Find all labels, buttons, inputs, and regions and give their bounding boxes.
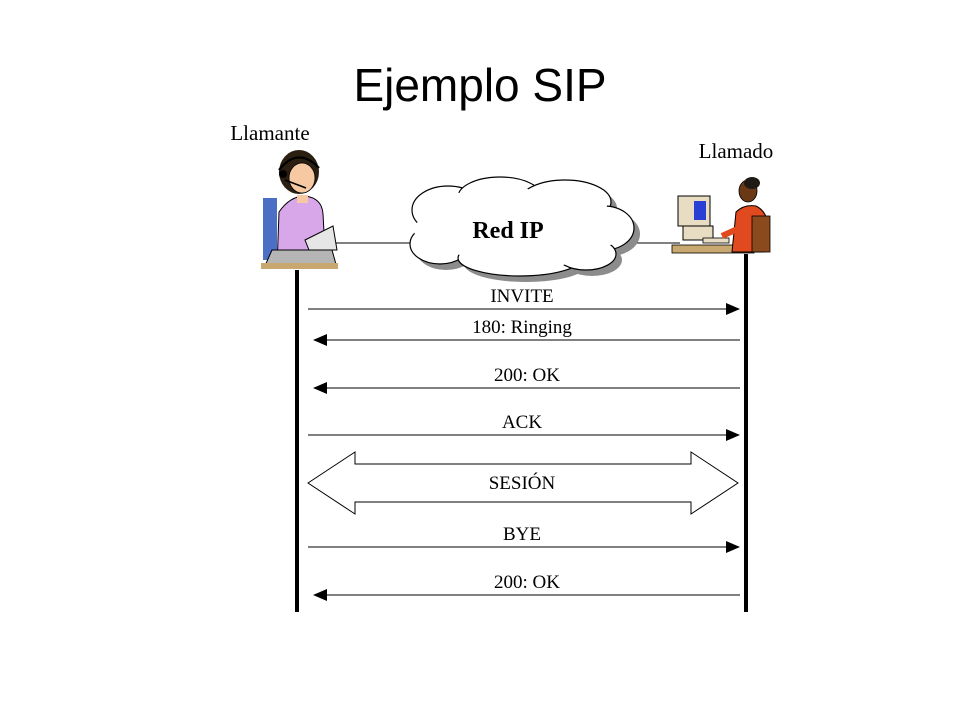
message-ok-2: 200: OK	[313, 572, 740, 601]
session-label: SESIÓN	[489, 472, 556, 494]
message-label: 200: OK	[494, 365, 560, 386]
message-label: BYE	[503, 524, 541, 545]
message-ack: ACK	[308, 412, 740, 441]
message-label: ACK	[502, 412, 542, 433]
session-arrow: SESIÓN	[307, 451, 739, 515]
man-computer-icon	[671, 177, 771, 254]
arrowhead-right-icon	[726, 541, 740, 553]
double-arrow-icon	[307, 451, 739, 515]
arrowhead-right-icon	[726, 303, 740, 315]
message-label: 200: OK	[494, 572, 560, 593]
message-bye: BYE	[308, 524, 740, 553]
network-label: Red IP	[472, 218, 543, 244]
message-invite: INVITE	[308, 286, 740, 315]
arrowhead-left-icon	[313, 382, 327, 394]
message-ok-1: 200: OK	[313, 365, 740, 394]
message-label: 180: Ringing	[472, 317, 572, 338]
woman-headset-icon	[261, 150, 338, 269]
arrowhead-left-icon	[313, 589, 327, 601]
arrowhead-left-icon	[313, 334, 327, 346]
message-ringing: 180: Ringing	[313, 317, 740, 346]
slide-title: Ejemplo SIP	[353, 59, 607, 111]
callee-label: Llamado	[699, 139, 774, 163]
caller-label: Llamante	[230, 121, 309, 145]
cloud-icon	[409, 176, 640, 282]
message-label: INVITE	[490, 286, 553, 307]
arrowhead-right-icon	[726, 429, 740, 441]
